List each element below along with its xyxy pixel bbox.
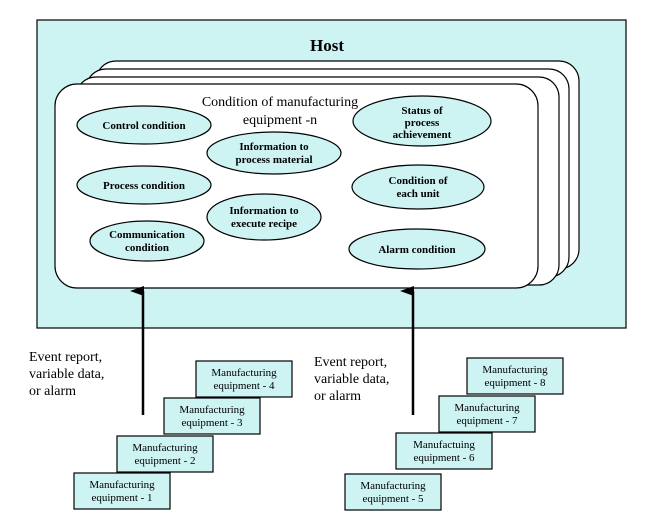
control-condition-label: Control condition [102, 120, 185, 132]
status-line3: achievement [393, 129, 452, 141]
right-event-label-line3: or alarm [314, 389, 361, 404]
equipment-1: Manufacturing equipment - 1 [73, 472, 171, 510]
equipment-3-line1: Manufacturing [179, 404, 245, 416]
equipment-6-line1: Manufactuing [413, 439, 475, 451]
equipment-7: Manufacturing equipment - 7 [438, 395, 536, 433]
equipment-3-line2: equipment - 3 [181, 417, 243, 429]
equipment-2-line1: Manufacturing [132, 442, 198, 454]
equipment-4-line1: Manufacturing [211, 367, 277, 379]
communication-condition: Communication condition [89, 220, 205, 262]
status-line1: Status of [401, 105, 443, 117]
equipment-5: Manufacturing equipment - 5 [344, 473, 442, 511]
communication-condition-line1: Communication [109, 229, 185, 241]
process-condition-label: Process condition [103, 180, 185, 192]
alarm-condition: Alarm condition [348, 228, 486, 270]
host-title: Host [310, 36, 344, 55]
equipment-5-line1: Manufacturing [360, 480, 426, 492]
equipment-4: Manufacturing equipment - 4 [195, 360, 293, 398]
left-event-label-line3: or alarm [29, 384, 76, 399]
unit-line1: Condition of [389, 175, 448, 187]
equipment-8-line1: Manufacturing [482, 364, 548, 376]
information-to-execute-recipe: Information to execute recipe [206, 193, 322, 241]
equipment-1-line1: Manufacturing [89, 479, 155, 491]
process-condition: Process condition [76, 165, 212, 205]
unit-line2: each unit [396, 188, 439, 200]
communication-condition-line2: condition [125, 242, 169, 254]
info-recipe-line2: execute recipe [231, 218, 297, 230]
equipment-6: Manufactuing equipment - 6 [395, 432, 493, 470]
equipment-1-line2: equipment - 1 [91, 492, 152, 504]
stack-title-line1: Condition of manufacturing [202, 95, 358, 110]
equipment-8-line2: equipment - 8 [484, 377, 546, 389]
equipment-3: Manufacturing equipment - 3 [163, 397, 261, 435]
equipment-7-line2: equipment - 7 [456, 415, 518, 427]
info-material-line2: process material [235, 154, 312, 166]
right-event-label: Event report, variable data, or alarm [314, 355, 389, 404]
left-event-label-line2: variable data, [29, 367, 104, 382]
equipment-4-line2: equipment - 4 [213, 380, 275, 392]
equipment-5-line2: equipment - 5 [362, 493, 424, 505]
info-recipe-line1: Information to [229, 205, 299, 217]
equipment-8: Manufacturing equipment - 8 [466, 357, 564, 395]
alarm-condition-label: Alarm condition [378, 244, 455, 256]
info-material-line1: Information to [239, 141, 309, 153]
left-event-label: Event report, variable data, or alarm [29, 350, 104, 399]
control-condition: Control condition [76, 105, 212, 145]
status-line2: process [405, 117, 440, 129]
information-to-process-material: Information to process material [206, 131, 342, 175]
equipment-6-line2: equipment - 6 [413, 452, 475, 464]
right-event-label-line1: Event report, [314, 355, 387, 370]
equipment-2: Manufacturing equipment - 2 [116, 435, 214, 473]
status-of-process-achievement: Status of process achievement [352, 95, 492, 147]
condition-of-each-unit: Condition of each unit [351, 164, 485, 210]
stack-title-line2: equipment -n [243, 113, 317, 128]
left-event-label-line1: Event report, [29, 350, 102, 365]
right-event-label-line2: variable data, [314, 372, 389, 387]
equipment-2-line2: equipment - 2 [134, 455, 195, 467]
equipment-7-line1: Manufacturing [454, 402, 520, 414]
